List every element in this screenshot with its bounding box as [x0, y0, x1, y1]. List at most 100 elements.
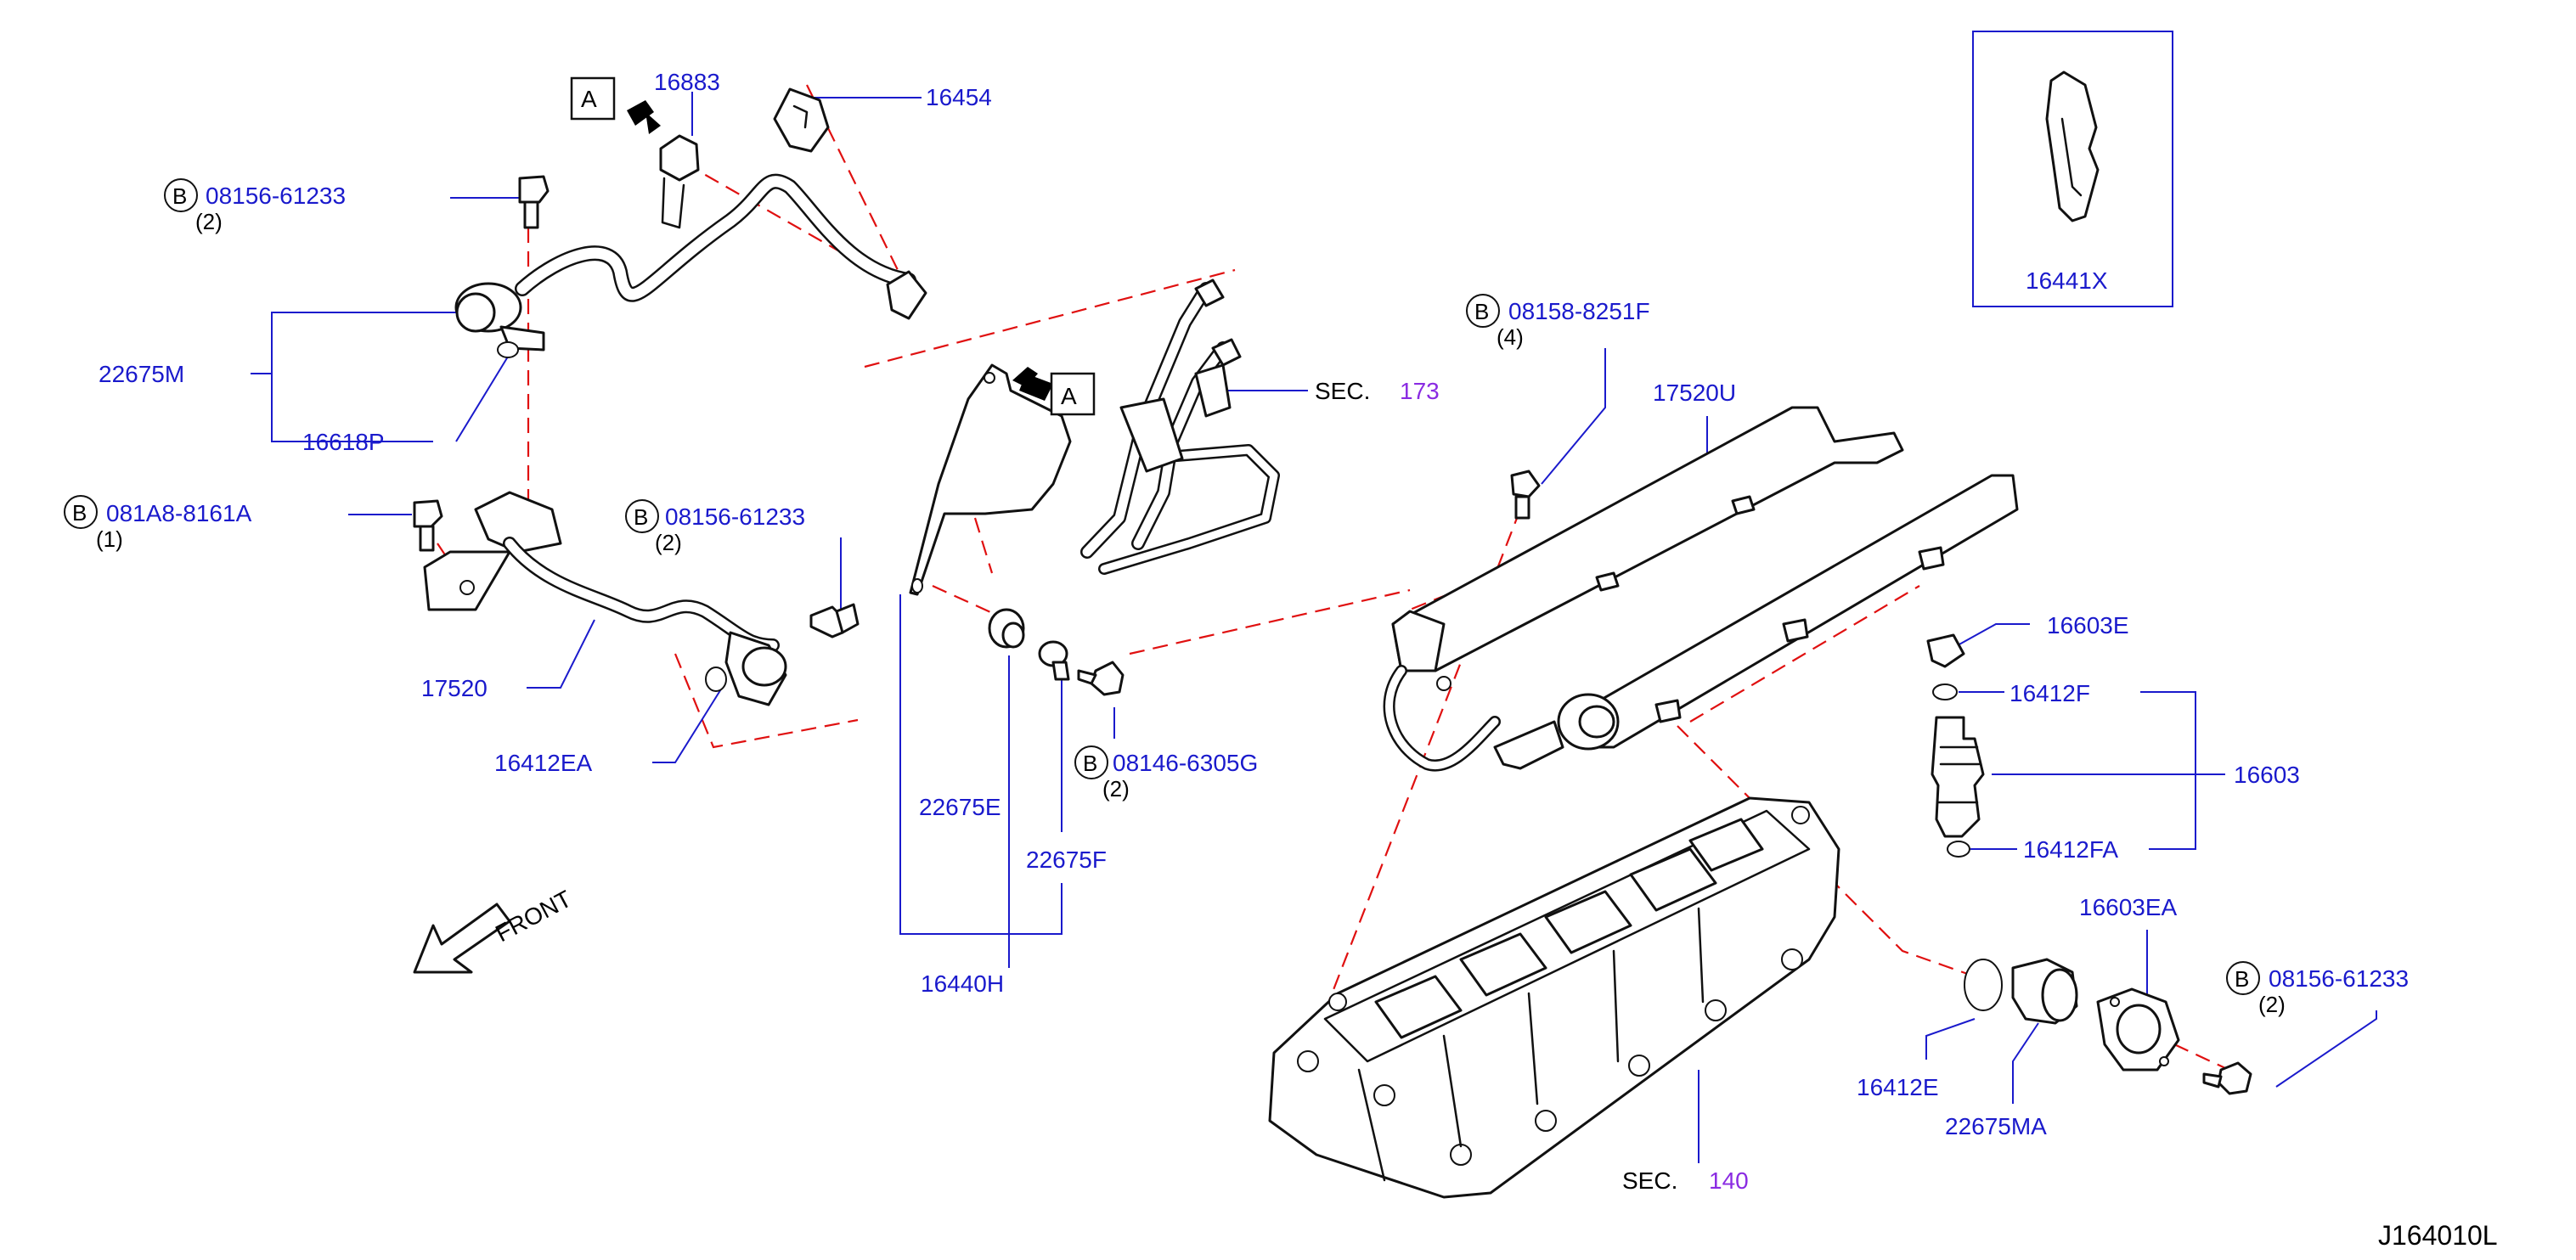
b-circle-2 — [64, 495, 98, 529]
leader-lines — [251, 92, 2377, 1163]
sec173-tubes — [1080, 278, 1280, 575]
label-16883: 16883 — [654, 69, 720, 95]
oring-16412f — [1932, 683, 1958, 700]
fuel-rail-17520u — [1383, 406, 2019, 772]
b-letter-3: B — [634, 504, 648, 530]
b-letter-5: B — [1474, 299, 1489, 324]
hidden-lines — [437, 84, 2239, 1075]
damper-22675ma — [2011, 958, 2078, 1025]
label-17520u: 17520U — [1653, 380, 1736, 406]
label-16603ea: 16603EA — [2079, 894, 2178, 920]
label-b1-code: 08156-61233 — [206, 183, 346, 209]
b-letter-6: B — [2235, 966, 2249, 992]
label-b6-code: 08156-61233 — [2269, 965, 2409, 992]
label-sec173-ref: 173 — [1400, 378, 1440, 404]
b-letter-2: B — [72, 500, 87, 526]
label-b6-qty: (2) — [2258, 992, 2286, 1017]
label-b3-code: 08156-61233 — [665, 503, 805, 530]
leader-17520 — [527, 619, 595, 689]
tube-17520 — [423, 491, 787, 706]
label-22675ma: 22675MA — [1945, 1113, 2047, 1139]
hose-22675m — [454, 173, 927, 352]
view-a-box-mid — [1050, 372, 1096, 416]
front-arrow — [413, 903, 511, 974]
oring-16412fa — [1947, 841, 1970, 858]
b-circle-1 — [164, 178, 198, 212]
oring-16618p — [497, 341, 519, 358]
clip-16603e — [1926, 633, 1965, 668]
label-b3-qty: (2) — [655, 530, 682, 555]
label-sec173-word: SEC. — [1315, 378, 1370, 404]
b-letter-4: B — [1083, 751, 1097, 776]
label-22675m: 22675M — [99, 361, 184, 387]
oring-16412e — [1964, 959, 2003, 1011]
intake-manifold-sec140 — [1268, 796, 1840, 1199]
label-b4-code: 08146-6305G — [1113, 750, 1258, 776]
view-a-box-upper — [570, 76, 616, 121]
collar-22675f — [1038, 640, 1070, 681]
label-sec140-ref: 140 — [1709, 1167, 1749, 1194]
leader-b6 — [2275, 1010, 2377, 1088]
oring-16412ea — [705, 667, 727, 692]
view-a-label-upper: A — [581, 86, 597, 112]
diagram-id: J164010L — [2378, 1220, 2498, 1251]
grommet-22675e — [988, 608, 1025, 649]
label-b2-qty: (1) — [96, 526, 123, 552]
leader-b5 — [1541, 348, 1606, 485]
bolt-b5 — [1510, 470, 1541, 520]
label-17520: 17520 — [421, 675, 488, 701]
label-16440h: 16440H — [921, 970, 1004, 997]
label-16412e: 16412E — [1857, 1074, 1939, 1100]
b-letter-1: B — [172, 183, 187, 209]
label-16412f: 16412F — [2010, 680, 2090, 706]
view-a-arrow-mid — [1012, 367, 1053, 401]
b-circle-5 — [1466, 294, 1500, 328]
bolt-b6 — [2202, 1061, 2252, 1095]
label-22675f: 22675F — [1026, 847, 1107, 873]
bracket-16440h — [909, 363, 1072, 596]
leader-16412e — [1925, 1018, 1976, 1060]
label-16454: 16454 — [926, 84, 992, 110]
clamp-16454 — [773, 87, 830, 153]
label-16441x: 16441X — [2026, 267, 2108, 294]
dash-bracket-grommet — [932, 584, 999, 617]
bolt-b1 — [518, 175, 550, 229]
bolt-b4 — [1077, 661, 1125, 696]
dash-collar-rail — [1129, 588, 1411, 655]
label-b1-qty: (2) — [195, 209, 223, 234]
label-22675e: 22675E — [919, 794, 1001, 820]
dash-rail-16412f — [1689, 585, 1920, 723]
label-16412ea: 16412EA — [494, 750, 593, 776]
leader-22675m-bracket — [271, 312, 459, 442]
view-a-label-mid: A — [1061, 383, 1077, 409]
view-a-arrow-upper — [627, 100, 661, 134]
injector-16603 — [1931, 716, 1985, 838]
dash-bracket-top — [864, 268, 1236, 368]
label-16603: 16603 — [2234, 762, 2300, 788]
label-front: FRONT — [491, 886, 576, 948]
leader-22675ma — [2012, 1022, 2039, 1104]
leader-16618p — [455, 356, 509, 442]
b-circle-3 — [625, 499, 659, 533]
dash-17520-box — [674, 653, 859, 749]
label-sec140-word: SEC. — [1622, 1167, 1677, 1194]
leader-16603-bracket — [2140, 691, 2196, 850]
b-circle-4 — [1074, 745, 1108, 779]
dash-bracket-mount — [973, 517, 994, 574]
label-16618p: 16618P — [302, 429, 385, 455]
label-b4-qty: (2) — [1102, 776, 1130, 802]
leader-16603e — [1957, 623, 2030, 646]
label-b2-code: 081A8-8161A — [106, 500, 252, 526]
leader-16412ea — [652, 687, 723, 763]
inset-16441x — [1972, 31, 2173, 307]
b-circle-6 — [2226, 961, 2260, 995]
label-16603e: 16603E — [2047, 612, 2129, 638]
label-b5-code: 08158-8251F — [1508, 298, 1650, 324]
b-markers: B B B B B B — [64, 178, 2260, 995]
bolt-b3 — [809, 603, 860, 638]
plate-16603ea — [2096, 987, 2180, 1072]
label-16412fa: 16412FA — [2023, 836, 2118, 863]
leader-16440h — [899, 594, 1063, 935]
